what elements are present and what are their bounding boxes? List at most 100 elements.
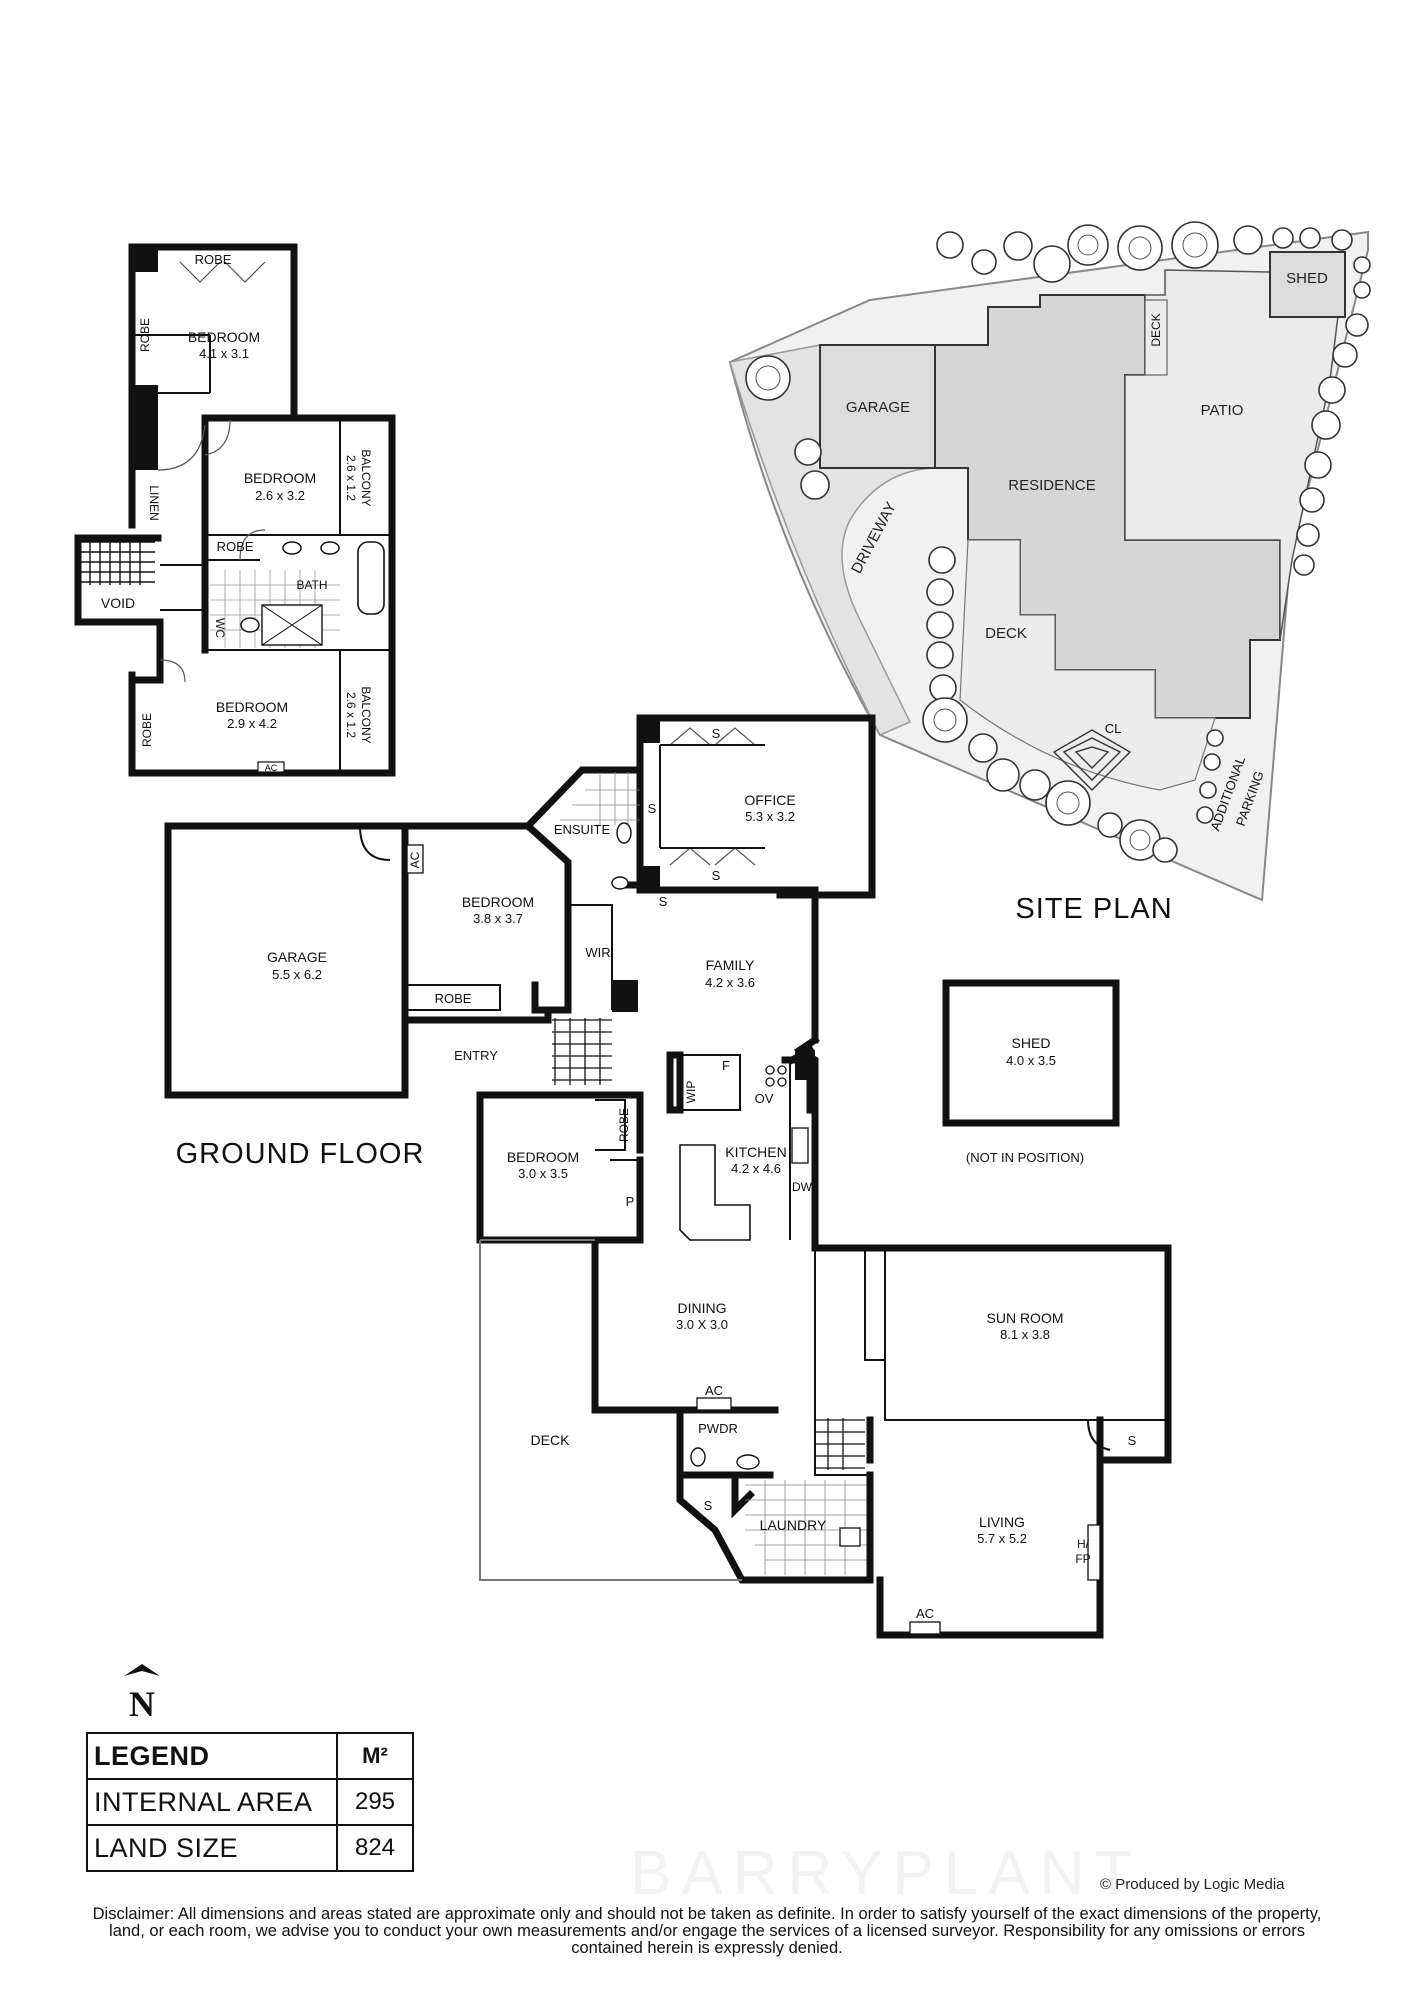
disclaimer-text: Disclaimer: All dimensions and areas sta… — [92, 1905, 1322, 1957]
basin-icon-2 — [320, 541, 340, 555]
legend-table: LEGEND M² INTERNAL AREA 295 LAND SIZE 82… — [86, 1732, 414, 1872]
legend-unit: M² — [336, 1732, 414, 1780]
site-shed-label: SHED — [1286, 270, 1328, 287]
garage-name: GARAGE — [267, 949, 327, 965]
ground-floor: GROUND FLOOR GARAGE 5.5 x 6.2 AC BEDROOM… — [164, 714, 1172, 1639]
sun-room-dim: 8.1 x 3.8 — [1000, 1327, 1050, 1342]
upper-wc-label: WC — [213, 618, 227, 638]
site-deck-strip — [1144, 299, 1168, 376]
shed-name: SHED — [1012, 1035, 1051, 1051]
site-plan: GARAGE RESIDENCE PATIO DECK DECK SHED DR… — [728, 221, 1371, 925]
upper-balcony-1-dim: 2.6 x 1.2 — [344, 455, 358, 501]
legend-header-row: LEGEND M² — [86, 1732, 414, 1780]
oven-label: OV — [755, 1091, 774, 1106]
bedroom-main-name: BEDROOM — [462, 894, 534, 910]
bedroom-main-dim: 3.8 x 3.7 — [473, 911, 523, 926]
cooktop-icon — [765, 1065, 787, 1087]
laundry-tub-icon — [839, 1527, 861, 1547]
upper-balcony-1-name: BALCONY — [359, 449, 373, 506]
pwdr-toilet-icon — [690, 1447, 706, 1467]
site-shed — [1269, 251, 1346, 318]
family-dim: 4.2 x 3.6 — [705, 975, 755, 990]
upper-bath-label: BATH — [296, 578, 327, 592]
site-garage-label: GARAGE — [846, 399, 910, 416]
kitchen-bench — [679, 1144, 751, 1241]
upper-ac-label: AC — [265, 763, 278, 773]
office-robe-doors — [669, 727, 756, 866]
stair — [80, 540, 155, 585]
kitchen-sink-icon — [791, 1127, 809, 1164]
laundry-label: LAUNDRY — [760, 1517, 827, 1533]
dining-dim: 3.0 X 3.0 — [676, 1317, 728, 1332]
copyright-icon: © — [1100, 1876, 1112, 1893]
garage-dim: 5.5 x 6.2 — [272, 967, 322, 982]
family-name: FAMILY — [706, 957, 755, 973]
site-residence-label: RESIDENCE — [1008, 477, 1096, 494]
shed-dim: 4.0 x 3.5 — [1006, 1053, 1056, 1068]
legend-row-value: 295 — [336, 1778, 414, 1826]
credit-text: Produced by Logic Media — [1115, 1876, 1285, 1893]
legend-row: INTERNAL AREA 295 — [86, 1778, 414, 1826]
dishwasher-label: DW — [792, 1180, 813, 1194]
entry-stair — [552, 1018, 612, 1085]
shed-note: (NOT IN POSITION) — [966, 1150, 1084, 1165]
office-s-bottom: S — [712, 868, 721, 883]
site-deck-top-label: DECK — [1149, 313, 1163, 346]
north-arrow: N — [124, 1664, 160, 1724]
north-label: N — [129, 1684, 155, 1724]
office-s-top: S — [712, 726, 721, 741]
living-name: LIVING — [979, 1514, 1025, 1530]
site-deck-label: DECK — [985, 625, 1027, 642]
deck-label: DECK — [531, 1432, 571, 1448]
bedroom-small-name: BEDROOM — [507, 1149, 579, 1165]
laundry-s-label: S — [704, 1498, 713, 1513]
ensuite-basin-icon — [616, 822, 632, 844]
kitchen-dim: 4.2 x 4.6 — [731, 1161, 781, 1176]
upper-bedroom-2-dim: 2.6 x 3.2 — [255, 488, 305, 503]
upper-bedroom-3-dim: 2.9 x 4.2 — [227, 716, 277, 731]
pwdr-label: PWDR — [698, 1421, 738, 1436]
living-s-label: S — [1128, 1433, 1137, 1448]
ensuite-label: ENSUITE — [554, 822, 611, 837]
pantry-label: P — [626, 1194, 635, 1209]
upper-bedroom-1-dim: 4.1 x 3.1 — [199, 346, 249, 361]
upper-void-label: VOID — [101, 595, 135, 611]
wir-label: WIR — [585, 945, 610, 960]
shed-plan: SHED 4.0 x 3.5 (NOT IN POSITION) — [942, 979, 1120, 1165]
site-deck — [959, 539, 1216, 791]
living-stair — [815, 1418, 865, 1470]
fridge-label: F — [722, 1058, 730, 1073]
ensuite-toilet-icon — [611, 876, 629, 890]
bedroom-ac-label: AC — [408, 851, 422, 868]
upper-balcony-2-name: BALCONY — [359, 686, 373, 743]
credit-line: © Produced by Logic Media — [1100, 1876, 1285, 1893]
living-dim: 5.7 x 5.2 — [977, 1531, 1027, 1546]
upper-bedroom-2-name: BEDROOM — [244, 470, 316, 486]
upper-robe-left: ROBE — [138, 318, 152, 352]
bedroom-main-robe: ROBE — [435, 991, 472, 1006]
toilet-icon — [240, 617, 260, 633]
robe-doors — [179, 261, 266, 283]
basin-icon — [282, 541, 302, 555]
site-trees — [745, 221, 1371, 863]
dining-name: DINING — [678, 1300, 727, 1316]
dining-ac-label: AC — [705, 1383, 723, 1398]
laundry-tiles — [745, 1480, 870, 1575]
door-swings — [157, 419, 266, 683]
family-s-label: S — [659, 894, 668, 909]
fireplace-label-1: H/ — [1077, 1537, 1090, 1551]
clothesline-icon — [1052, 729, 1132, 791]
bathtub-icon — [357, 541, 385, 615]
upper-bedroom-1-name: BEDROOM — [188, 329, 260, 345]
upper-robe-bottom: ROBE — [140, 713, 154, 747]
site-plan-title: SITE PLAN — [1015, 893, 1172, 925]
wip-label: WIP — [684, 1081, 698, 1104]
upper-floor: ROBE ROBE BEDROOM 4.1 x 3.1 BEDROOM 2.6 … — [74, 243, 396, 777]
legend-row-label: LAND SIZE — [86, 1824, 338, 1872]
sun-room-name: SUN ROOM — [987, 1310, 1064, 1326]
pwdr-basin-icon — [736, 1454, 760, 1470]
legend-row-value: 824 — [336, 1824, 414, 1872]
site-patio — [1124, 269, 1341, 641]
legend-row: LAND SIZE 824 — [86, 1824, 414, 1872]
